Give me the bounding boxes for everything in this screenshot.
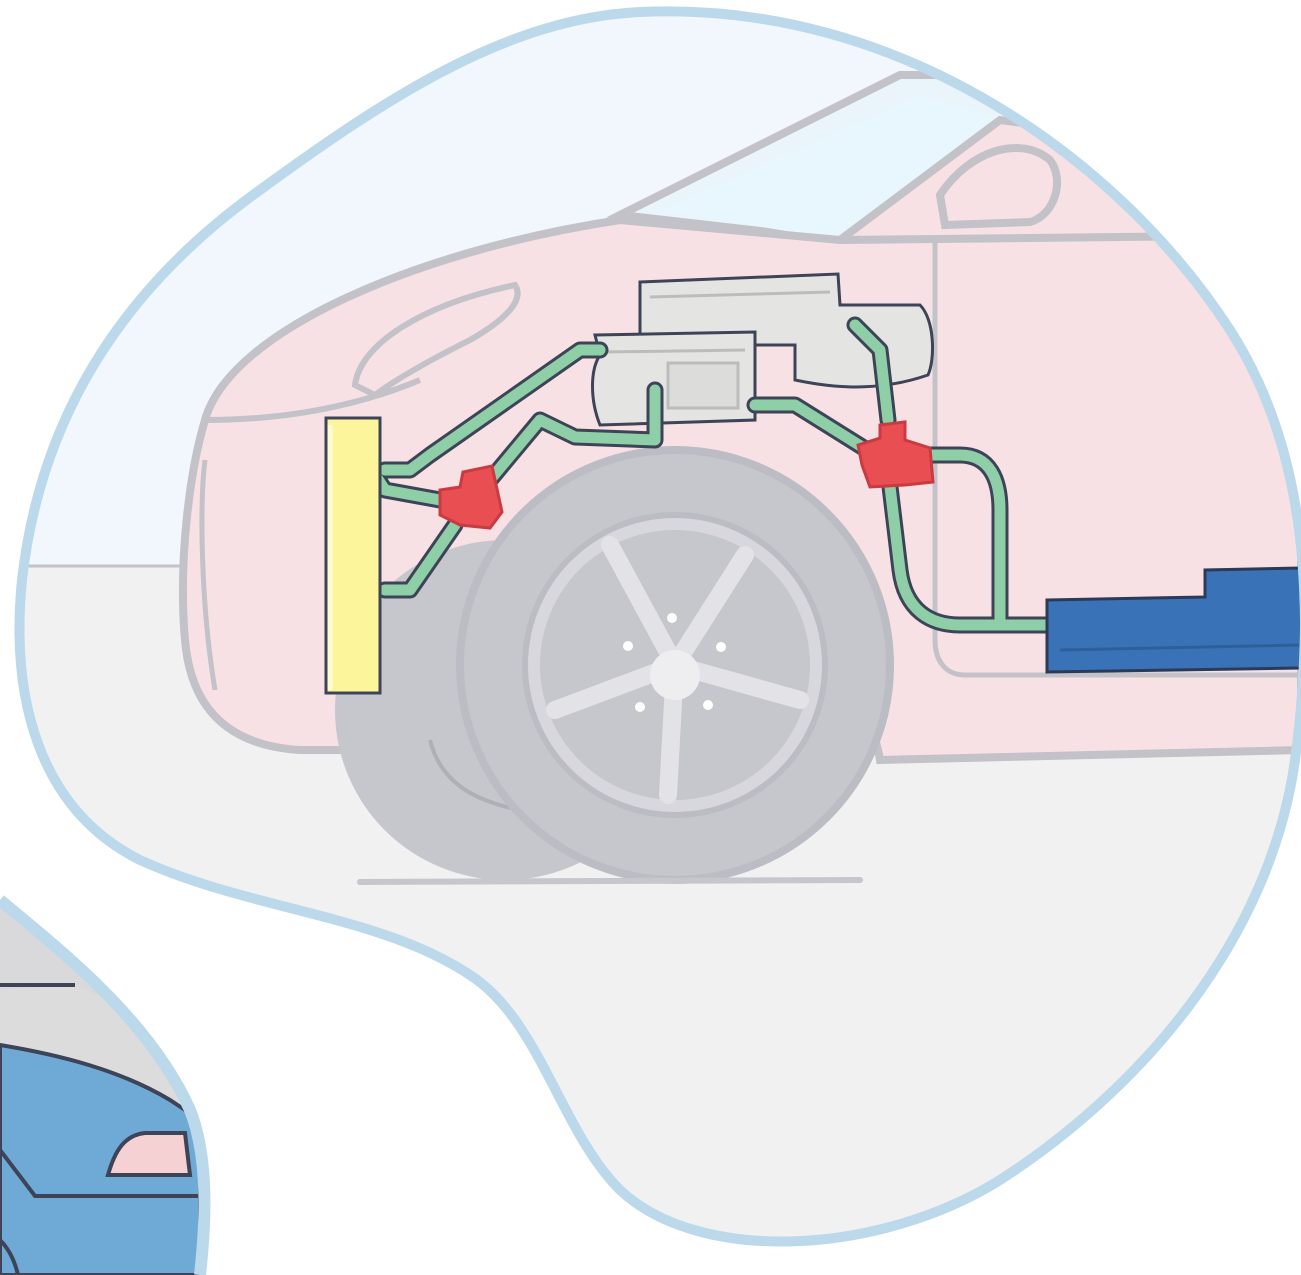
wheel-hub — [650, 650, 700, 700]
magnifier-border — [14, 6, 1301, 1247]
front-wheel — [456, 446, 894, 884]
small-car-corner — [0, 895, 211, 1275]
front-t-junction — [438, 464, 504, 530]
hose-network — [351, 316, 1059, 634]
small-car-taillight — [105, 1131, 193, 1177]
lower-control-module — [591, 330, 757, 427]
rear-t-junction — [856, 420, 935, 489]
front-reservoir — [324, 416, 382, 695]
door-line — [932, 240, 1301, 678]
headlight — [351, 281, 521, 399]
side-mirror — [935, 143, 1062, 230]
upper-control-module — [638, 272, 934, 389]
